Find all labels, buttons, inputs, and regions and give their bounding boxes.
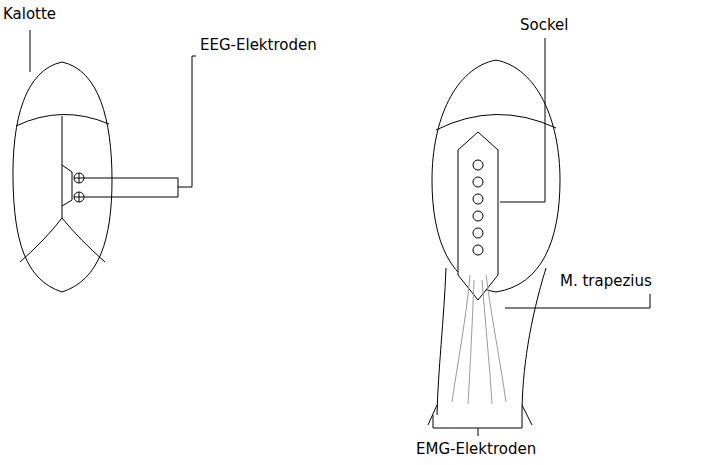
socket-pin [473, 211, 483, 221]
coronal-suture [436, 114, 556, 130]
part-label: EMG-Elektroden [416, 440, 536, 458]
socket-pin [473, 228, 483, 238]
part-label: Sockel [520, 16, 569, 34]
electrode-wire [62, 165, 72, 206]
neck-flare [428, 405, 532, 425]
eeg-leader [84, 56, 196, 197]
part-label: EEG-Elektroden [200, 36, 317, 54]
pedestal [458, 132, 498, 300]
emg-wires [452, 275, 506, 404]
part-label: Kalotte [3, 5, 56, 23]
skull-outline [13, 62, 112, 292]
sockel-leader [500, 38, 545, 202]
trapezius-leader [505, 294, 650, 308]
socket-pin [473, 245, 483, 255]
neck-outline [437, 268, 546, 415]
lambdoid-suture [20, 218, 105, 262]
emg-bracket [433, 415, 522, 436]
socket-pin [473, 160, 483, 170]
socket-pin [473, 194, 483, 204]
part-label: M. trapezius [560, 272, 652, 290]
kalotte-leader [30, 30, 31, 72]
sagittal-suture [62, 116, 63, 218]
electrode-cross [74, 173, 84, 202]
socket-pin [473, 177, 483, 187]
